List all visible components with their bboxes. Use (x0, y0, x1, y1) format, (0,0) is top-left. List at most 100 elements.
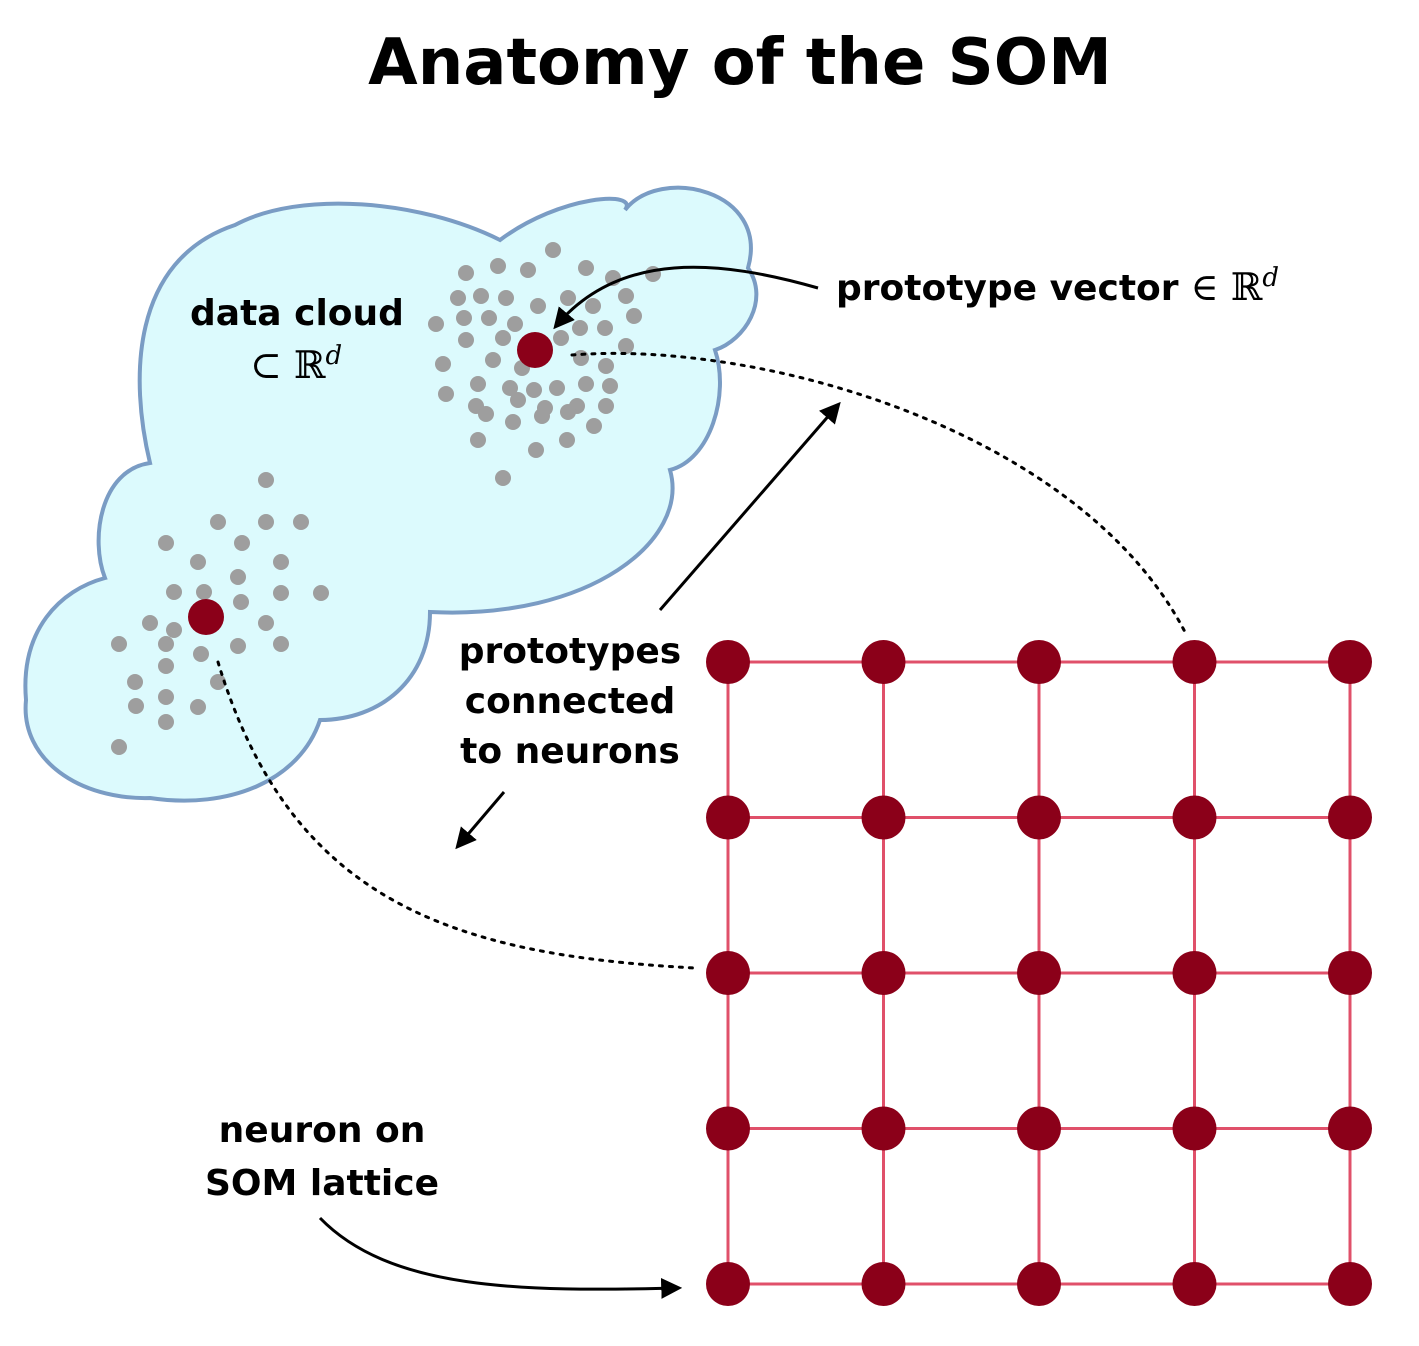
data-point (485, 352, 501, 368)
data-point (233, 594, 249, 610)
data-point (158, 535, 174, 551)
data-point (498, 290, 514, 306)
data-point (190, 554, 206, 570)
data-point (597, 320, 613, 336)
data-point (470, 432, 486, 448)
data-point (158, 714, 174, 730)
neuron-arrow (318, 1216, 683, 1299)
data-point (196, 584, 212, 600)
data-point (230, 569, 246, 585)
neuron-node (1328, 1106, 1372, 1151)
neuron-node (1172, 1262, 1217, 1306)
data-cloud-label: data cloud (190, 293, 404, 334)
neuron-label-line2: SOM lattice (205, 1163, 439, 1204)
data-point (210, 514, 226, 530)
data-point (258, 472, 274, 488)
data-point (520, 262, 536, 278)
data-point (602, 378, 618, 394)
neuron-node (1017, 795, 1061, 840)
data-point (210, 674, 226, 690)
data-point (470, 376, 486, 392)
data-point (158, 658, 174, 674)
data-point (598, 358, 614, 374)
data-point (549, 380, 565, 396)
up-arrow (658, 401, 841, 611)
neuron-node (1017, 640, 1061, 684)
data-point (142, 615, 158, 631)
data-point (456, 310, 472, 326)
data-point (158, 689, 174, 705)
data-point (495, 470, 511, 486)
data-point (458, 332, 474, 348)
neuron-label-line1: neuron on (219, 1110, 426, 1151)
data-point (495, 330, 511, 346)
data-point (505, 414, 521, 430)
data-point (618, 288, 634, 304)
prototypes-label-line1: prototypes (459, 631, 682, 672)
data-point (553, 330, 569, 346)
data-point (478, 406, 494, 422)
data-point (273, 554, 289, 570)
neuron-node (1172, 951, 1217, 995)
lattice-neurons (706, 640, 1372, 1306)
neuron-node (706, 1106, 750, 1151)
neuron-node (861, 795, 906, 840)
data-point (481, 310, 497, 326)
neuron-node (1328, 640, 1372, 684)
data-point (273, 636, 289, 652)
data-point (545, 242, 561, 258)
prototype-vector-arrow (553, 265, 819, 330)
data-point (190, 699, 206, 715)
data-point (626, 308, 642, 324)
data-point (573, 350, 589, 366)
neuron-node (1017, 951, 1061, 995)
data-point (490, 258, 506, 274)
neuron-node (706, 951, 750, 995)
data-point (435, 356, 451, 372)
data-point (473, 288, 489, 304)
data-point (258, 514, 274, 530)
page-title: Anatomy of the SOM (368, 26, 1112, 100)
prototype-lower (188, 599, 224, 635)
neuron-node (1172, 795, 1217, 840)
data-point (560, 290, 576, 306)
data-point (450, 290, 466, 306)
neuron-node (1017, 1262, 1061, 1306)
data-point (560, 404, 576, 420)
neuron-node (706, 795, 750, 840)
prototypes-label-line3: to neurons (460, 731, 680, 772)
data-point (273, 585, 289, 601)
neuron-node (1328, 951, 1372, 995)
neuron-node (861, 951, 906, 995)
data-point (166, 584, 182, 600)
data-point (293, 514, 309, 530)
data-point (572, 320, 588, 336)
data-point (438, 386, 454, 402)
data-point (618, 338, 634, 354)
data-point (313, 585, 329, 601)
down-arrow (455, 791, 506, 850)
data-point (578, 260, 594, 276)
neuron-node (706, 640, 750, 684)
data-point (530, 298, 546, 314)
data-point (193, 646, 209, 662)
prototype-vector-label: prototype vector∈ ℝd (836, 263, 1279, 309)
prototype-upper (517, 332, 553, 368)
data-point (502, 380, 518, 396)
neuron-node (1172, 640, 1217, 684)
data-point (230, 638, 246, 654)
data-point (598, 398, 614, 414)
data-cloud-shape (23, 185, 759, 803)
neuron-node (861, 1262, 906, 1306)
neuron-node (1172, 1106, 1217, 1151)
data-point (428, 316, 444, 332)
data-point (510, 392, 526, 408)
data-point (234, 535, 250, 551)
neuron-node (1328, 795, 1372, 840)
data-point (158, 636, 174, 652)
data-point (458, 265, 474, 281)
data-point (586, 418, 602, 434)
data-point (258, 615, 274, 631)
data-points (111, 242, 661, 755)
